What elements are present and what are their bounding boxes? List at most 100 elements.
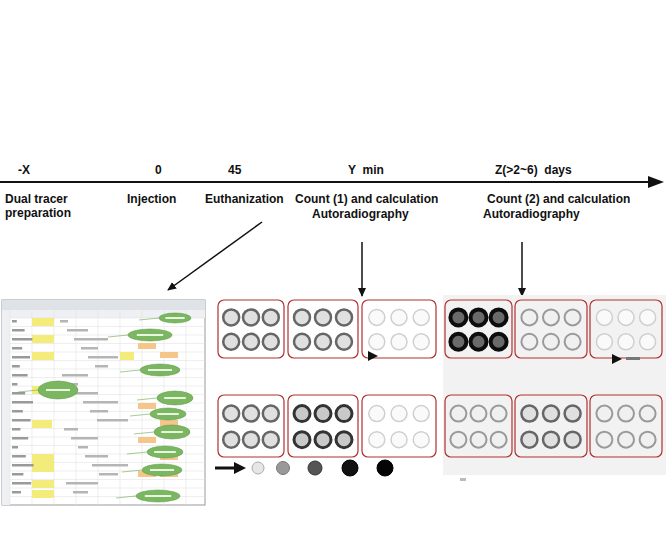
callout-leader xyxy=(127,452,147,454)
tissue-section xyxy=(543,432,559,448)
tissue-section xyxy=(521,334,537,350)
tissue-section xyxy=(565,406,581,422)
tissue-section xyxy=(413,432,429,448)
tissue-section xyxy=(243,406,259,422)
timeline-label: Dual tracer preparation xyxy=(5,192,100,220)
comment-bubble xyxy=(136,490,180,502)
tissue-section xyxy=(263,334,279,350)
cell-content xyxy=(74,338,108,341)
tissue-section xyxy=(369,334,385,350)
activity-standard xyxy=(308,461,322,475)
tissue-section xyxy=(391,334,407,350)
comment-content xyxy=(145,495,171,497)
tissue-section xyxy=(413,309,429,325)
cell-content xyxy=(88,356,118,359)
comment-bubble xyxy=(128,329,172,341)
tissue-section xyxy=(391,406,407,422)
cell-content xyxy=(12,329,25,332)
cell-content xyxy=(81,347,98,350)
tissue-section xyxy=(243,309,259,325)
callout-leader xyxy=(137,398,157,400)
cell-content xyxy=(73,491,88,494)
result-cell xyxy=(160,352,178,358)
input-cell xyxy=(32,318,54,326)
tissue-section xyxy=(369,309,385,325)
cell-content xyxy=(66,482,98,485)
tissue-section xyxy=(543,309,559,325)
cell-content xyxy=(78,446,88,449)
cell-content xyxy=(85,455,108,458)
cell-content xyxy=(12,464,34,467)
cell-content xyxy=(71,437,98,440)
cell-content xyxy=(12,374,28,377)
timeline-label: -X xyxy=(18,163,30,177)
tissue-section xyxy=(521,406,537,422)
comment-bubble xyxy=(159,313,191,323)
tissue-section xyxy=(223,334,239,350)
comment-content xyxy=(157,413,179,415)
grid-line xyxy=(120,310,121,505)
cell-content xyxy=(76,392,98,395)
tissue-section xyxy=(294,432,310,448)
comment-bubble xyxy=(154,425,190,439)
tissue-section xyxy=(521,432,537,448)
tissue-section xyxy=(294,309,310,325)
timeline-label: 0 xyxy=(155,163,162,177)
input-cell xyxy=(32,352,54,360)
cell-content xyxy=(12,320,17,323)
cell-content xyxy=(12,491,21,494)
input-cell xyxy=(32,420,52,428)
cell-content xyxy=(97,419,128,422)
tissue-section xyxy=(294,406,310,422)
cell-content xyxy=(12,356,30,359)
cell-content xyxy=(12,473,23,476)
tissue-section xyxy=(618,309,634,325)
tissue-section xyxy=(243,432,259,448)
activity-standard xyxy=(277,462,290,475)
grid-line xyxy=(10,377,205,378)
sample-group-frame xyxy=(218,300,284,358)
cell-content xyxy=(92,464,128,467)
marker-arrowhead xyxy=(368,351,378,361)
tissue-section xyxy=(223,406,239,422)
comment-content xyxy=(154,451,176,453)
timeline-label: Autoradiography xyxy=(483,207,580,221)
callout-leader xyxy=(134,432,154,434)
sample-group-frame xyxy=(590,300,662,358)
comment-content xyxy=(148,369,172,371)
tissue-section xyxy=(263,432,279,448)
tissue-section xyxy=(369,432,385,448)
sample-group-frame xyxy=(445,395,512,457)
tissue-section xyxy=(596,432,612,448)
input-cell xyxy=(32,454,54,472)
tissue-section xyxy=(369,406,385,422)
result-cell xyxy=(138,437,156,443)
cell-content xyxy=(12,410,23,413)
tissue-section xyxy=(491,432,507,448)
sample-group-frame xyxy=(218,395,284,457)
cell-content xyxy=(99,473,118,476)
tissue-section xyxy=(450,432,466,448)
input-cell xyxy=(32,490,54,498)
input-cell xyxy=(32,480,54,488)
tissue-section xyxy=(315,406,331,422)
cell-content xyxy=(64,428,78,431)
cell-content xyxy=(12,428,20,431)
grid-line xyxy=(10,326,205,327)
callout-leader xyxy=(108,335,128,337)
tissue-section xyxy=(315,432,331,448)
cell-content xyxy=(12,338,32,341)
sample-group-frame xyxy=(445,300,512,358)
sample-group-frame xyxy=(515,395,587,457)
tissue-section xyxy=(543,334,559,350)
tissue-section xyxy=(618,432,634,448)
callout-leader xyxy=(122,470,142,472)
tissue-section xyxy=(413,334,429,350)
callout-leader xyxy=(18,390,38,392)
result-cell xyxy=(138,403,156,409)
tissue-section xyxy=(543,406,559,422)
tissue-section xyxy=(565,334,581,350)
sample-group-frame xyxy=(362,300,436,358)
tissue-section xyxy=(640,432,656,448)
cell-content xyxy=(12,437,28,440)
